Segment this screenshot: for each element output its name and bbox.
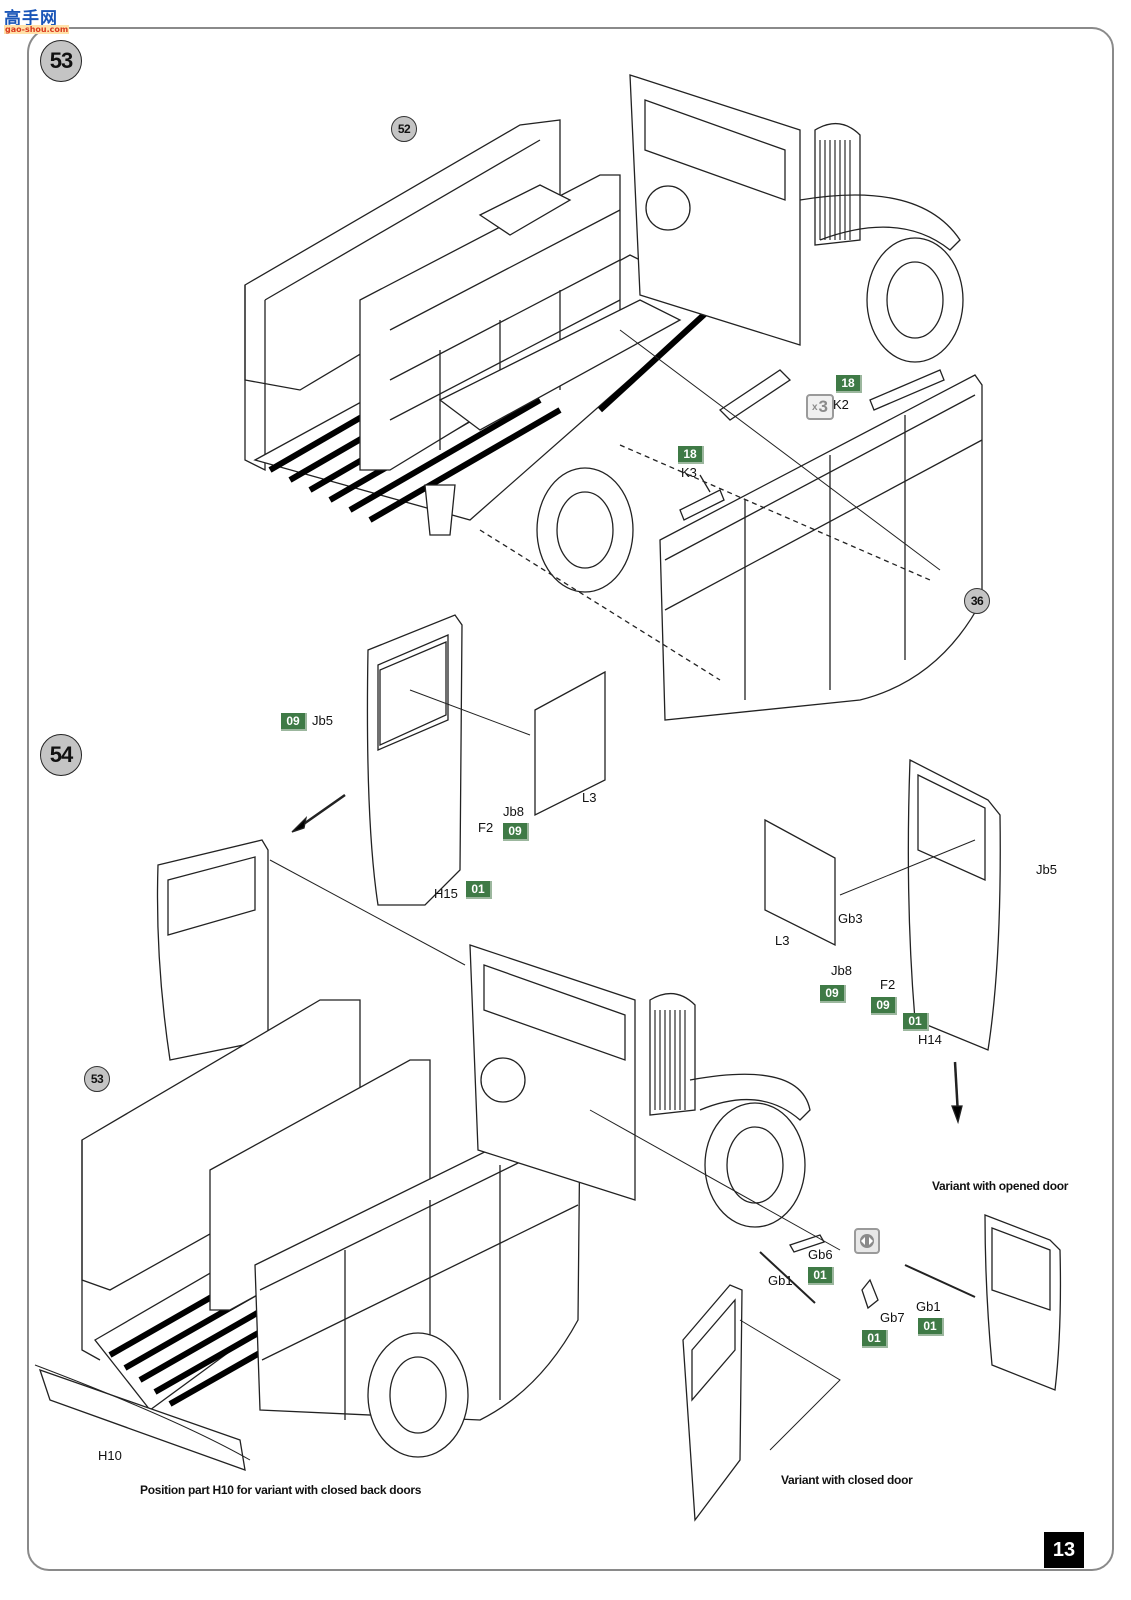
part-label-h10: H10 <box>98 1448 122 1463</box>
quantity-prefix: x <box>811 401 818 413</box>
flip-symbol-icon <box>854 1228 880 1254</box>
part-label-f2-right: F2 <box>880 977 896 992</box>
quantity-value: 3 <box>818 397 829 416</box>
step54-left-door-illustration <box>291 614 606 906</box>
step54-truck-illustration <box>34 839 1062 1522</box>
part-label-gb7: Gb7 <box>880 1310 905 1325</box>
paint-code-gb6: 01 <box>808 1267 834 1285</box>
paint-code-h14: 01 <box>903 1013 929 1031</box>
paint-code-gb1-right: 01 <box>918 1318 944 1336</box>
reference-step-53: 53 <box>84 1066 110 1092</box>
paint-code-jb5-left: 09 <box>281 713 307 731</box>
part-label-f2-left: F2 <box>478 820 494 835</box>
paint-code-k3: 18 <box>678 446 704 464</box>
part-label-k3: K3 <box>681 465 697 480</box>
step54-right-door-illustration <box>764 758 1001 1125</box>
part-label-jb5-left: Jb5 <box>312 713 333 728</box>
part-label-jb5-right: Jb5 <box>1036 862 1057 877</box>
watermark-chinese-text: 高手网 <box>4 9 58 29</box>
paint-code-k2: 18 <box>836 375 862 393</box>
step53-truck-illustration <box>244 74 983 721</box>
double-arrow-icon <box>860 1234 874 1248</box>
paint-code-jb8-right: 09 <box>820 985 846 1003</box>
watermark-logo: 高手网 gao-shou.com <box>4 4 70 34</box>
caption-h10-position: Position part H10 for variant with close… <box>140 1483 422 1497</box>
page-frame <box>27 27 1114 1571</box>
part-label-jb8-right: Jb8 <box>831 963 852 978</box>
reference-step-52: 52 <box>391 116 417 142</box>
paint-code-f2-right: 09 <box>871 997 897 1015</box>
paint-code-h15: 01 <box>466 881 492 899</box>
reference-step-36: 36 <box>964 588 990 614</box>
caption-variant-closed-door: Variant with closed door <box>781 1473 913 1487</box>
part-label-h14: H14 <box>918 1032 942 1047</box>
part-label-jb8-left: Jb8 <box>503 804 524 819</box>
step-number-54: 54 <box>40 734 82 776</box>
step-number-53: 53 <box>40 40 82 82</box>
part-label-l3-right: L3 <box>775 933 790 948</box>
caption-variant-opened-door: Variant with opened door <box>932 1179 1069 1193</box>
part-label-gb1-left: Gb1 <box>768 1273 793 1288</box>
page-number: 13 <box>1044 1532 1084 1568</box>
part-label-gb3: Gb3 <box>838 911 863 926</box>
part-label-h15: H15 <box>434 886 458 901</box>
paint-code-gb7: 01 <box>862 1330 888 1348</box>
part-label-gb1-right: Gb1 <box>916 1299 941 1314</box>
part-label-gb6: Gb6 <box>808 1247 833 1262</box>
paint-code-jb8-left: 09 <box>503 823 529 841</box>
part-label-l3-left: L3 <box>582 790 597 805</box>
part-label-k2: K2 <box>833 397 849 412</box>
watermark-url: gao-shou.com <box>4 25 70 34</box>
